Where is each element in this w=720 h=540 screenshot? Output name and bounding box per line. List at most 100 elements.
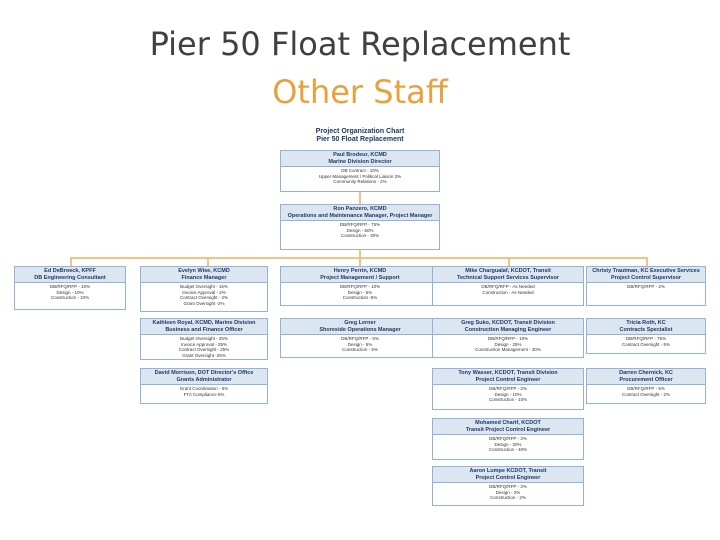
person-role: Technical Support Services Supervisor [457, 274, 559, 281]
duty-item: DB/RFQ/RFP - 5% [341, 336, 379, 341]
connector-line [359, 250, 361, 258]
duty-item: Design - 25% [494, 341, 522, 347]
person-role: Project Control Engineer [475, 376, 541, 383]
person-name: David Morrison, DOT Director's Office [154, 370, 254, 376]
duty-item: Budget Oversight - 25% [180, 336, 228, 341]
duty-item: Community Relations - 2% [333, 179, 387, 185]
duty-item: Construction - 10% [488, 397, 528, 403]
duty-list: DB/RFQ/RFP - 2%Design - 10%Construction … [433, 385, 583, 404]
duty-list: DB/RFQ/RFP - 10%Design - 5%Construction … [281, 283, 439, 302]
person-role: Transit Project Control Engineer [465, 426, 551, 433]
duty-list: DB Contract - 10%Upper Management / Poli… [281, 167, 439, 186]
duty-item: Construction - 2% [490, 495, 526, 501]
duty-item: Contract Oversight - 2% [621, 391, 671, 397]
person-role: Shoreside Operations Manager [319, 326, 401, 333]
person-name: Darren Chernick, KC [619, 370, 673, 376]
duty-item: Contract Oversight - 5% [621, 341, 671, 347]
slide-subtitle: Other Staff [272, 73, 448, 111]
duty-list: DB/RFQ/RFP - 2%Design - 20%Construction … [433, 435, 583, 454]
duty-list: DB/RFQ/RFP - 10%Design - 25%Construction… [433, 335, 583, 354]
person-name: Tony Wasser, KCDOT, Transit Division [458, 370, 558, 376]
person-name: Ron Panzero, KCMD [333, 206, 387, 212]
duty-item: Contract Oversight - 25% [178, 347, 230, 353]
person-role: Project Control Engineer [475, 474, 541, 481]
person-name: Christy Trautman, KC Executive Services [592, 268, 700, 274]
duty-item: DB Contract - 10% [341, 168, 379, 173]
person-name: Aaron Lumpe KCDOT, Transit [469, 468, 547, 474]
person-role: DB Engineering Consultant [34, 274, 106, 281]
duty-item: Design - 10% [494, 391, 522, 397]
connector-line [359, 192, 361, 204]
duty-item: Invoice Approval - 25% [180, 341, 228, 347]
person-role: Contracts Specialist [619, 326, 673, 333]
person-role: Project Management / Support [320, 274, 400, 281]
person-name: Henry Perrin, KCMD [333, 268, 387, 274]
duty-item: Construction - 30% [340, 233, 380, 239]
chart-title: Project Organization Chart [315, 128, 405, 135]
person-name: Ed DeBroeck, KPFF [44, 268, 96, 274]
duty-list: DB/RFQ/RFP - 10%Design - 10%Construction… [15, 283, 125, 302]
duty-item: Construction Management - 30% [475, 347, 541, 353]
duty-item: Design - 5% [347, 289, 373, 295]
connector-line [359, 257, 361, 266]
duty-list: Budget Oversight - 25%Invoice Approval -… [141, 335, 267, 359]
duty-list: Budget Oversight - 15%Invoice Approval -… [141, 283, 267, 307]
person-role: Grants Administrator [176, 376, 232, 383]
duty-item: Invoice Approval - 2% [182, 289, 226, 295]
duty-list: DB/RFQ/RFP - 5%Design - 5%Construction -… [281, 335, 439, 354]
duty-item: Design - 20% [494, 441, 522, 447]
duty-list: DB/RFQ/RFP - 5%Contract Oversight - 2% [587, 385, 705, 398]
duty-item: Construction - 5% [342, 347, 378, 353]
person-role: Business and Finance Officer [165, 326, 243, 333]
connector-line [207, 257, 209, 266]
duty-item: Construction -5% [342, 295, 378, 301]
duty-item: Grant Oversight -25% [182, 352, 226, 358]
connector-line [508, 257, 510, 266]
duty-item: Design - 5% [347, 341, 373, 347]
duty-list: DB/RFQ/RFP - 2%Design - 2%Construction -… [433, 483, 583, 502]
slide-title: Pier 50 Float Replacement [149, 25, 571, 63]
person-role: Construction Managing Engineer [464, 326, 552, 333]
duty-item: Construction - 40% [488, 447, 528, 453]
duty-item: Upper Management / Political Liaison 2% [318, 173, 402, 179]
person-name: Paul Brodeur, KCMD [333, 152, 387, 158]
duty-item: Design - 50% [346, 227, 374, 233]
duty-list: Grant Coordination - 5%FTA Compliance 5% [141, 385, 267, 398]
person-name: Mike Chargualaf, KCDOT, Transit [465, 268, 551, 274]
person-name: Evelyn Wise, KCMD [178, 268, 230, 274]
person-name: Kathleen Royal, KCMD, Marine Division [152, 320, 256, 326]
person-role: Project Control Supervisor [611, 274, 681, 281]
duty-item: DB/RFQ/RFP - 10% [49, 284, 91, 289]
person-name: Greg Lerner [344, 320, 376, 326]
duty-list: DB/RFQ/RFP - 75%Design - 50%Construction… [281, 221, 439, 240]
duty-item: DB/RFQ/RFP - 10% [339, 284, 381, 289]
duty-item: DB/RFQ/RFP - 5% [627, 386, 665, 391]
duty-item: DB/RFQ/RFP - 2% [489, 386, 527, 391]
